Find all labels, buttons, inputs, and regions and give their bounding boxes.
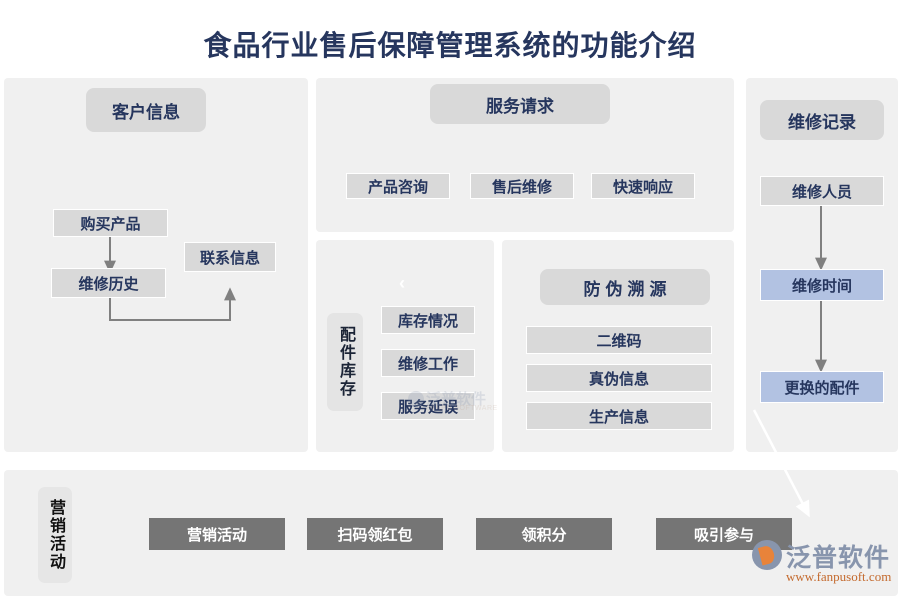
node-repair-time[interactable]: 维修时间 (760, 269, 884, 301)
label-marketing-activity: 营销活动 (38, 487, 72, 583)
node-after-sales-repair[interactable]: 售后维修 (470, 173, 574, 199)
logo-url: www.fanpusoft.com (786, 569, 892, 584)
header-customer-info[interactable]: 客户信息 (86, 88, 206, 132)
watermark-name: 泛普软件 (426, 391, 487, 408)
node-purchase-product[interactable]: 购买产品 (53, 209, 168, 237)
node-stock-status[interactable]: 库存情况 (381, 306, 475, 334)
brand-logo: 泛普软件 www.fanpusoft.com (752, 538, 898, 590)
node-production-info[interactable]: 生产信息 (526, 402, 712, 430)
label-parts-inventory: 配件库存 (327, 313, 363, 411)
node-product-consult[interactable]: 产品咨询 (346, 173, 450, 199)
header-repair-record[interactable]: 维修记录 (760, 100, 884, 140)
node-service-delay[interactable]: 服务延误 (381, 392, 475, 420)
node-scan-red-packet[interactable]: 扫码领红包 (307, 518, 443, 550)
chevron-left-icon: ‹ (399, 273, 405, 293)
node-fast-response[interactable]: 快速响应 (591, 173, 695, 199)
node-repair-work[interactable]: 维修工作 (381, 349, 475, 377)
node-repair-history[interactable]: 维修历史 (51, 268, 166, 298)
node-repair-staff[interactable]: 维修人员 (760, 176, 884, 206)
watermark-logo: 泛普软件 FANPU SOFTWARE (408, 388, 518, 422)
watermark-sub: FANPU SOFTWARE (426, 405, 498, 412)
watermark-mark-icon (408, 391, 424, 407)
node-collect-points[interactable]: 领积分 (476, 518, 612, 550)
node-contact-info[interactable]: 联系信息 (184, 242, 276, 272)
header-anti-counterfeit[interactable]: 防伪溯源 (540, 269, 710, 305)
node-qr-code[interactable]: 二维码 (526, 326, 712, 354)
header-service-request[interactable]: 服务请求 (430, 84, 610, 124)
node-authenticity-info[interactable]: 真伪信息 (526, 364, 712, 392)
node-replaced-parts[interactable]: 更换的配件 (760, 371, 884, 403)
logo-mark-icon (752, 540, 782, 570)
logo-name: 泛普软件 (786, 544, 891, 572)
page-title: 食品行业售后保障管理系统的功能介绍 (203, 30, 697, 61)
node-marketing-campaign[interactable]: 营销活动 (149, 518, 285, 550)
